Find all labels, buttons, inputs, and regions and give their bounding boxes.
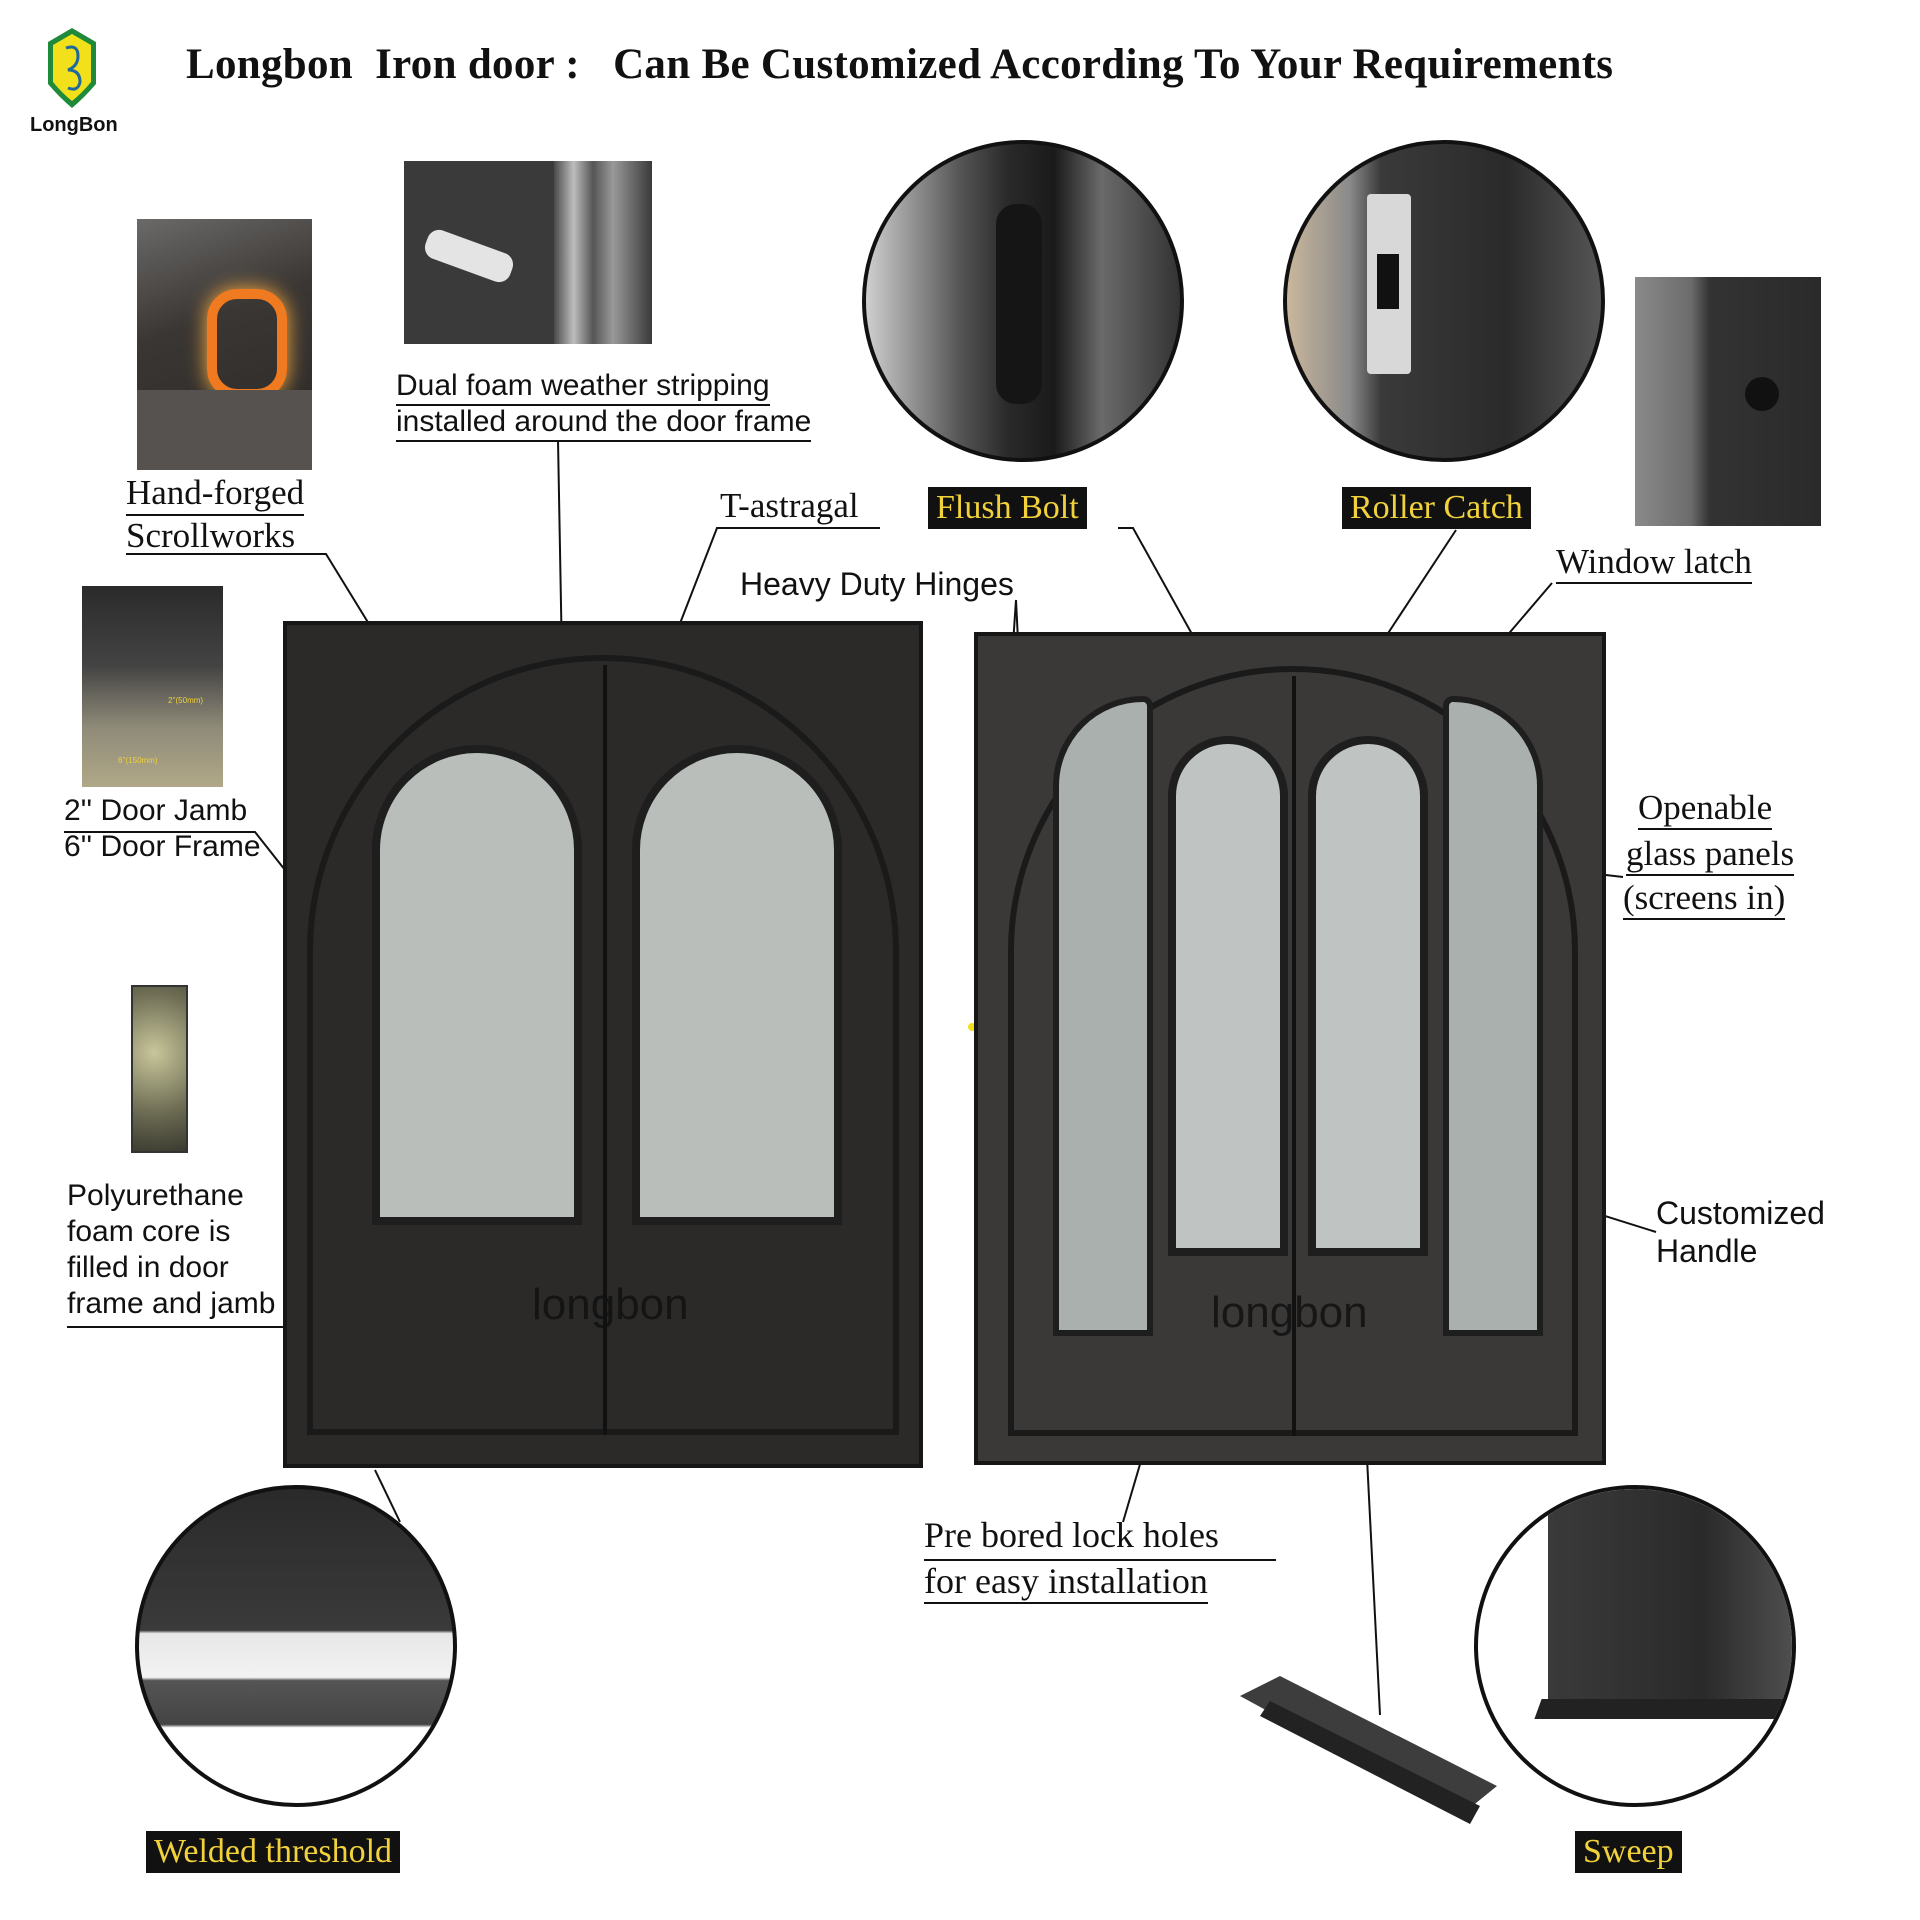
hand-forged-label-line2: Scrollworks — [126, 516, 296, 555]
jamb-dim-6inch: 6''(150mm) — [118, 756, 158, 765]
foam-core-label-4: frame and jamb — [67, 1287, 276, 1320]
sweep-strip-image — [1240, 1676, 1497, 1824]
foam-core-photo — [131, 985, 188, 1153]
window-latch-photo — [1635, 277, 1821, 526]
watermark-right: longbon — [1211, 1288, 1368, 1337]
customized-handle-label-1: Customized — [1656, 1195, 1825, 1231]
sweep-tag: Sweep — [1575, 1831, 1682, 1873]
welded-threshold-closeup — [135, 1485, 457, 1807]
foam-core-label-3: filled in door — [67, 1251, 229, 1284]
hand-forged-label-line1: Hand-forged — [126, 472, 305, 516]
hand-forging-photo — [137, 219, 312, 470]
door-frame-label: 6'' Door Frame — [64, 830, 261, 863]
closed-double-door: longbon — [283, 621, 923, 1468]
heavy-duty-hinges-label: Heavy Duty Hinges — [740, 566, 1014, 602]
openable-label-2: glass panels — [1626, 834, 1795, 876]
openable-label-1: Openable — [1638, 788, 1773, 830]
flush-bolt-tag: Flush Bolt — [928, 487, 1087, 529]
dual-foam-label-line2: installed around the door frame — [396, 404, 812, 442]
door-jamb-photo: 2''(50mm) 6''(150mm) — [82, 586, 223, 787]
dual-foam-label-line1: Dual foam weather stripping — [396, 368, 770, 406]
weather-stripping-photo — [404, 161, 652, 344]
page-title: Longbon Iron door : Can Be Customized Ac… — [186, 41, 1614, 88]
logo-text: LongBon — [30, 114, 118, 136]
door-jamb-label: 2'' Door Jamb — [64, 794, 248, 827]
foam-core-label-1: Polyurethane — [67, 1179, 244, 1212]
sweep-closeup — [1474, 1485, 1796, 1807]
t-astragal-label: T-astragal — [720, 486, 859, 525]
longbon-logo — [44, 26, 100, 110]
foam-core-label-2: foam core is — [67, 1215, 231, 1248]
shield-logo-icon — [48, 28, 96, 108]
watermark-left: longbon — [532, 1280, 689, 1329]
pre-bored-label-2: for easy installation — [924, 1560, 1208, 1604]
welded-threshold-tag: Welded threshold — [146, 1831, 401, 1873]
roller-catch-tag: Roller Catch — [1342, 487, 1531, 529]
flush-bolt-closeup — [862, 140, 1184, 462]
roller-catch-closeup — [1283, 140, 1605, 462]
open-panel-double-door: longbon — [974, 632, 1606, 1465]
window-latch-label: Window latch — [1556, 542, 1752, 584]
customized-handle-label-2: Handle — [1656, 1233, 1758, 1269]
openable-label-3: (screens in) — [1623, 878, 1786, 920]
sweep-strip-photo — [1240, 1676, 1497, 1825]
pre-bored-label-1: Pre bored lock holes — [924, 1515, 1219, 1555]
jamb-dim-2inch: 2''(50mm) — [168, 696, 204, 705]
